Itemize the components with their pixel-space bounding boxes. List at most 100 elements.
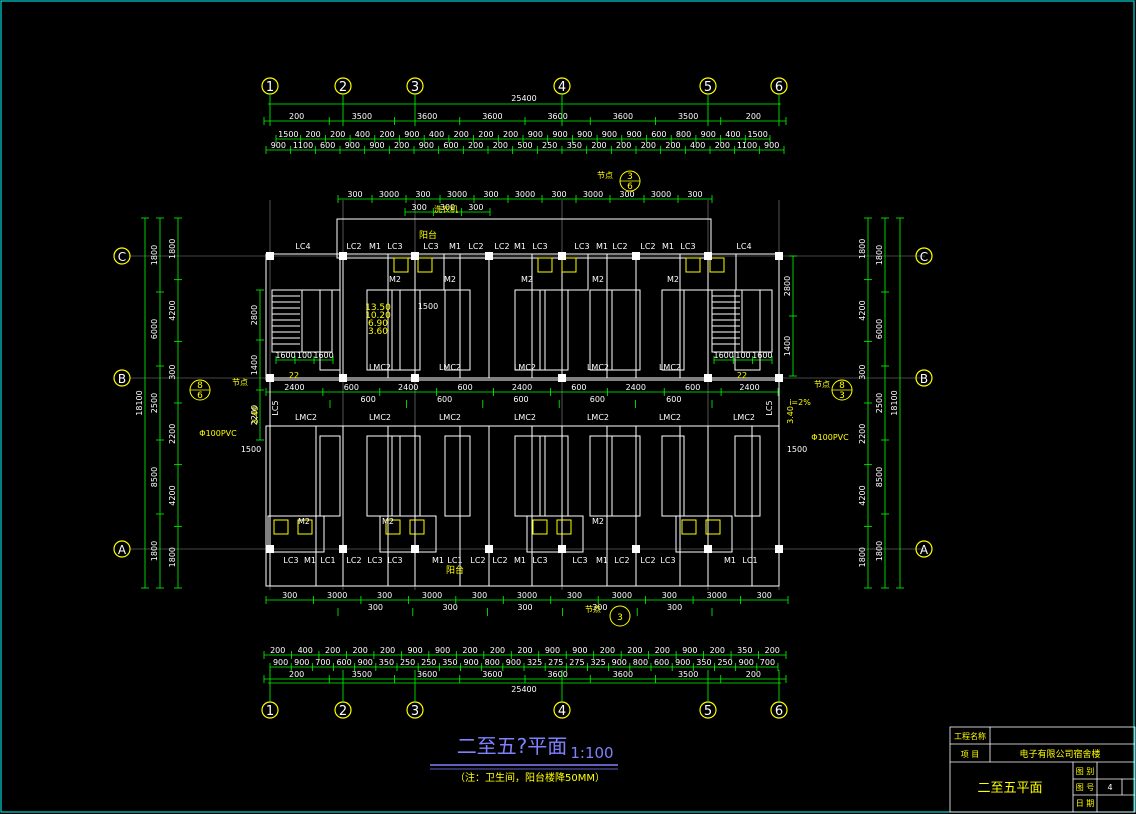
dim-bottom-row1-label: 900 [572, 646, 587, 655]
column [558, 374, 566, 382]
window-label: LC3 [423, 242, 438, 251]
drawing-scale: 1:100 [570, 744, 613, 762]
dim-stairs-right-label: 100 [735, 351, 750, 360]
dim-corridor-low-label: 600 [590, 395, 605, 404]
dim-plan-top-label: 300 [687, 190, 702, 199]
dim-plan-bottom-sub-label: 300 [517, 603, 532, 612]
dim-top-row3-label: 200 [591, 141, 606, 150]
dim-top-main-label: 3600 [547, 112, 567, 121]
dim-bottom-main-label: 3600 [547, 670, 567, 679]
dim-plan-top-sub-label: 300 [468, 203, 483, 212]
dim-corridor-label: 600 [571, 383, 586, 392]
dim-top-main-label: 200 [746, 112, 761, 121]
section-sheet: 6 [197, 391, 203, 401]
pipe-label: Φ100PVC [199, 429, 237, 438]
sink [705, 519, 721, 535]
column [411, 545, 419, 553]
dim-corridor-label: 2400 [512, 383, 532, 392]
wardrobe [444, 289, 471, 371]
dim-bottom-row2-label: 900 [506, 658, 521, 667]
door-label: M2 [382, 517, 394, 526]
dim-top-row2-label: 1500 [747, 130, 767, 139]
dim-bottom-row1-label: 200 [600, 646, 615, 655]
dim-stair-side-left-label: 1400 [250, 355, 259, 375]
dim-bottom-row2-label: 250 [400, 658, 415, 667]
section-number: 3 [617, 613, 623, 623]
dim-top-row2-label: 400 [725, 130, 740, 139]
dim-bottom-row1-label: 200 [710, 646, 725, 655]
dim-top-row2-label: 1500 [278, 130, 298, 139]
axis-label-column: 2 [339, 704, 347, 719]
lmc-label: LMC2 [295, 413, 317, 422]
axis-bubble-row [113, 540, 131, 558]
dim-top-row2-label: 200 [503, 130, 518, 139]
axis-label-column: 1 [266, 80, 274, 95]
dim-bottom-row2-label: 600 [336, 658, 351, 667]
dim-plan-top-label: 300 [619, 190, 634, 199]
dim-plan-top-label: 3000 [651, 190, 671, 199]
window-label: M1 [596, 556, 608, 565]
dim-top-row2-label: 900 [602, 130, 617, 139]
dim-bottom-row2-label: 800 [633, 658, 648, 667]
section-sheet: 6 [627, 182, 633, 192]
section-number: 3 [627, 172, 633, 182]
dim-corridor-low-label: 600 [666, 395, 681, 404]
dim-plan-top-label: 3000 [447, 190, 467, 199]
dim-bottom-row1-label: 200 [462, 646, 477, 655]
stair-dn: 22 [289, 371, 299, 380]
dim-bottom-row1-label: 200 [517, 646, 532, 655]
window-label: LC1 [742, 556, 757, 565]
dim-plan-top-sub-label: 300 [412, 203, 427, 212]
column [266, 545, 274, 553]
column [704, 374, 712, 382]
window-label: LC2 [492, 556, 507, 565]
window-label: M1 [369, 242, 381, 251]
dim-stair-side-right-label: 2800 [783, 276, 792, 296]
axis-label-column: 4 [558, 80, 566, 95]
dim-right-mid-label: 6000 [875, 319, 884, 339]
lmc-label: LMC2 [587, 413, 609, 422]
dim-left-outer-label: 18100 [135, 390, 144, 415]
dim-bottom-main-label: 3600 [482, 670, 502, 679]
dim-stairs-left-label: 100 [297, 351, 312, 360]
window-label: LC1 [447, 556, 462, 565]
dim-bottom-row1-label: 200 [655, 646, 670, 655]
column [558, 252, 566, 260]
dim-corridor-label: 2400 [739, 383, 759, 392]
dim-bottom-row2-label: 325 [527, 658, 542, 667]
window-label: M1 [514, 556, 526, 565]
title-block-date-label: 日 期 [1076, 799, 1095, 808]
dim-top-row3-label: 200 [616, 141, 631, 150]
column [775, 545, 783, 553]
dim-bottom-row1-label: 900 [435, 646, 450, 655]
dim-top-row3-label: 1100 [737, 141, 757, 150]
wardrobe [661, 289, 685, 371]
node-note: 节点 [232, 378, 248, 387]
dim-plan-bottom-label: 300 [662, 591, 677, 600]
dim-left-inner-label: 4200 [168, 300, 177, 320]
node-note: 节点 [597, 171, 613, 180]
title-block-drawing-label: 图 别 [1076, 767, 1095, 776]
dim-plan-bottom-sub-label: 300 [368, 603, 383, 612]
dim-corridor-low-label: 600 [513, 395, 528, 404]
axis-label-column: 3 [411, 704, 419, 719]
dim-stairs-left-label: 1600 [313, 351, 333, 360]
dim-top-row2-label: 900 [701, 130, 716, 139]
toilet [537, 257, 553, 273]
window-label: M1 [432, 556, 444, 565]
elevation-label: 3.60 [368, 327, 388, 337]
axis-bubble-row [915, 369, 933, 387]
window-label: LC3 [660, 556, 675, 565]
dim-right-mid-label: 1800 [875, 541, 884, 561]
dim-top-row3-label: 900 [271, 141, 286, 150]
axis-label-row: B [118, 372, 126, 386]
dim-bottom-row1-label: 350 [737, 646, 752, 655]
column [632, 545, 640, 553]
title-block-number-label: 图 号 [1076, 783, 1095, 792]
window-label: LC3 [387, 242, 402, 251]
dim-top-row3-label: 400 [690, 141, 705, 150]
dim-misc: 1500 [418, 302, 438, 311]
wall-layer [265, 218, 783, 587]
